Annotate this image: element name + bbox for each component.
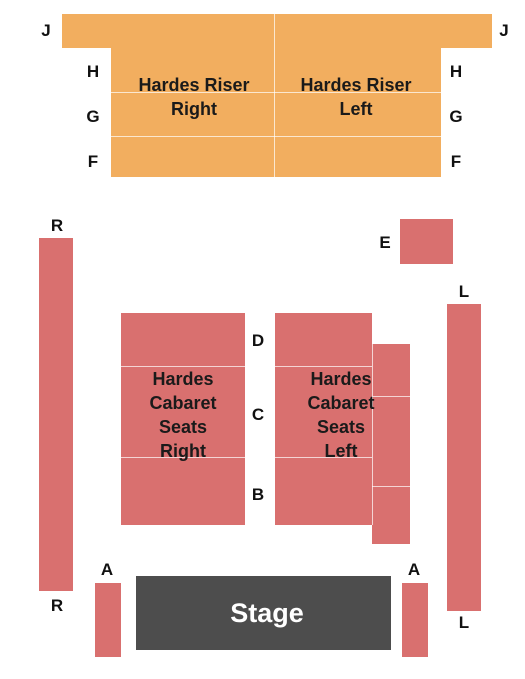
- row-label-b: B: [251, 485, 265, 504]
- section-hardes-riser-left[interactable]: [275, 47, 441, 177]
- row-label-f-right: F: [450, 152, 462, 171]
- row-label-a-left: A: [100, 560, 114, 579]
- label-line: Right: [160, 441, 206, 461]
- section-row-l[interactable]: [447, 304, 481, 611]
- cabaret-left-ext-divider-1: [372, 396, 410, 397]
- label-line: Right: [171, 99, 217, 119]
- label-hardes-riser-right: Hardes Riser Right: [111, 73, 277, 121]
- section-hardes-cabaret-seats-left[interactable]: [275, 313, 372, 525]
- row-label-r-bottom: R: [50, 596, 64, 615]
- label-line: Hardes: [152, 369, 214, 389]
- row-label-d: D: [251, 331, 265, 350]
- label-hardes-cabaret-seats-right: Hardes Cabaret Seats Right: [121, 367, 245, 463]
- label-line: Left: [339, 99, 373, 119]
- section-row-a-left[interactable]: [95, 583, 121, 657]
- section-row-a-right[interactable]: [402, 583, 428, 657]
- row-label-r-top: R: [50, 216, 64, 235]
- section-row-r[interactable]: [39, 238, 73, 591]
- row-label-f-left: F: [87, 152, 99, 171]
- label-line: Cabaret: [307, 393, 375, 413]
- cabaret-left-divider-c-b: [275, 457, 372, 458]
- label-hardes-riser-left: Hardes Riser Left: [273, 73, 439, 121]
- row-label-l-top: L: [458, 282, 470, 301]
- row-label-j-left: J: [41, 21, 51, 40]
- riser-row-divider-h-g: [111, 92, 441, 93]
- row-label-h-right: H: [449, 62, 463, 81]
- section-hardes-cabaret-seats-right[interactable]: [121, 313, 245, 525]
- row-label-l-bottom: L: [458, 613, 470, 632]
- cabaret-right-divider-d-c: [121, 366, 245, 367]
- stage: [136, 576, 391, 650]
- section-row-j[interactable]: [62, 14, 492, 48]
- cabaret-left-ext-divider-2: [372, 486, 410, 487]
- label-line: Hardes: [310, 369, 372, 389]
- label-line: Seats: [316, 417, 366, 437]
- section-row-e[interactable]: [400, 219, 453, 264]
- row-label-a-right: A: [407, 560, 421, 579]
- section-hardes-riser-right[interactable]: [111, 47, 275, 177]
- cabaret-left-ext-edge: [372, 344, 373, 525]
- row-label-g-left: G: [86, 107, 100, 126]
- section-hardes-cabaret-seats-left-ext[interactable]: [372, 344, 410, 544]
- label-line: Left: [324, 441, 358, 461]
- cabaret-left-divider-d-c: [275, 366, 372, 367]
- cabaret-right-divider-c-b: [121, 457, 245, 458]
- row-label-h-left: H: [86, 62, 100, 81]
- label-line: Cabaret: [149, 393, 217, 413]
- riser-row-divider-g-f: [111, 136, 441, 137]
- label-line: Hardes Riser: [300, 75, 412, 95]
- row-label-g-right: G: [449, 107, 463, 126]
- label-hardes-cabaret-seats-left: Hardes Cabaret Seats Left: [281, 367, 401, 463]
- stage-label: Stage: [230, 598, 304, 628]
- row-label-j-right: J: [499, 21, 509, 40]
- label-line: Hardes Riser: [138, 75, 250, 95]
- row-label-c: C: [251, 405, 265, 424]
- riser-center-divider: [274, 14, 275, 177]
- label-line: Seats: [158, 417, 208, 437]
- row-label-e: E: [379, 233, 391, 252]
